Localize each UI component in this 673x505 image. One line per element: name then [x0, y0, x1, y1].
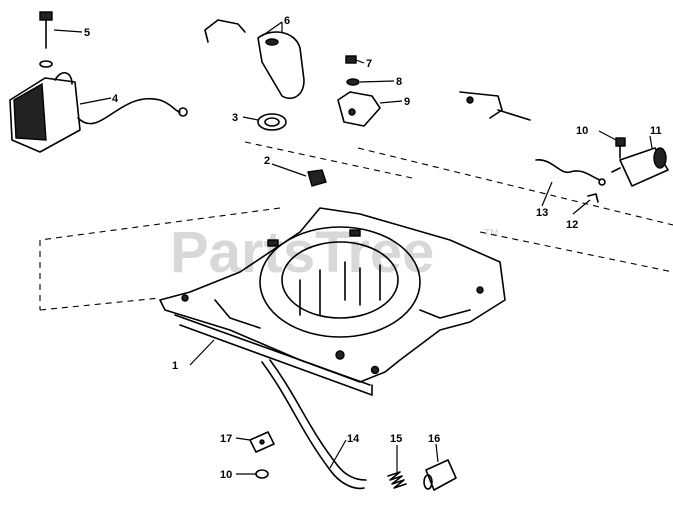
watermark-text: PartsTree	[170, 220, 434, 285]
callout-10-lower: 10	[220, 469, 232, 481]
part-3-washer	[257, 113, 287, 131]
part-10-screw-lower	[255, 469, 269, 479]
dashed-guides	[39, 141, 673, 311]
part-11-condenser	[611, 147, 669, 187]
callout-15: 15	[390, 433, 402, 445]
leader-lines	[53, 21, 653, 475]
callout-17: 17	[220, 433, 232, 445]
callout-9: 9	[404, 96, 410, 108]
callout-13: 13	[536, 207, 548, 219]
callout-6: 6	[284, 15, 290, 27]
part-8-washer	[346, 78, 360, 86]
part-12-terminal	[587, 193, 599, 203]
callout-1: 1	[172, 360, 178, 372]
part-15-spring	[387, 471, 407, 489]
part-17-clip	[249, 431, 275, 453]
part-10-screw-upper	[615, 137, 626, 159]
callout-10-upper: 10	[576, 125, 588, 137]
part-5-screw	[39, 11, 53, 68]
part-4-coil	[9, 72, 188, 153]
callout-2: 2	[264, 155, 270, 167]
callout-4: 4	[112, 93, 119, 105]
part-7-bolt	[345, 55, 357, 64]
callout-3: 3	[232, 112, 238, 124]
part-16-pin	[423, 459, 457, 491]
callout-7: 7	[366, 58, 372, 70]
part-2-clip	[307, 169, 327, 187]
part-9-lever	[337, 91, 531, 127]
callout-8: 8	[396, 76, 402, 88]
watermark-tm: TM	[484, 228, 498, 239]
part-13-wire	[535, 159, 606, 186]
part-6-bracket	[204, 19, 305, 100]
watermark: PartsTree TM	[170, 220, 498, 285]
callout-11: 11	[650, 125, 662, 137]
part-14-cable	[261, 359, 367, 490]
callout-labels: 1 2 3 4 5 6 7 8 9 10 11 12 13 14 15 16 1…	[84, 15, 662, 481]
part-1-frame	[159, 207, 506, 396]
callout-14: 14	[347, 433, 360, 445]
callout-5: 5	[84, 27, 90, 39]
callout-16: 16	[428, 433, 440, 445]
callout-12: 12	[566, 219, 578, 231]
